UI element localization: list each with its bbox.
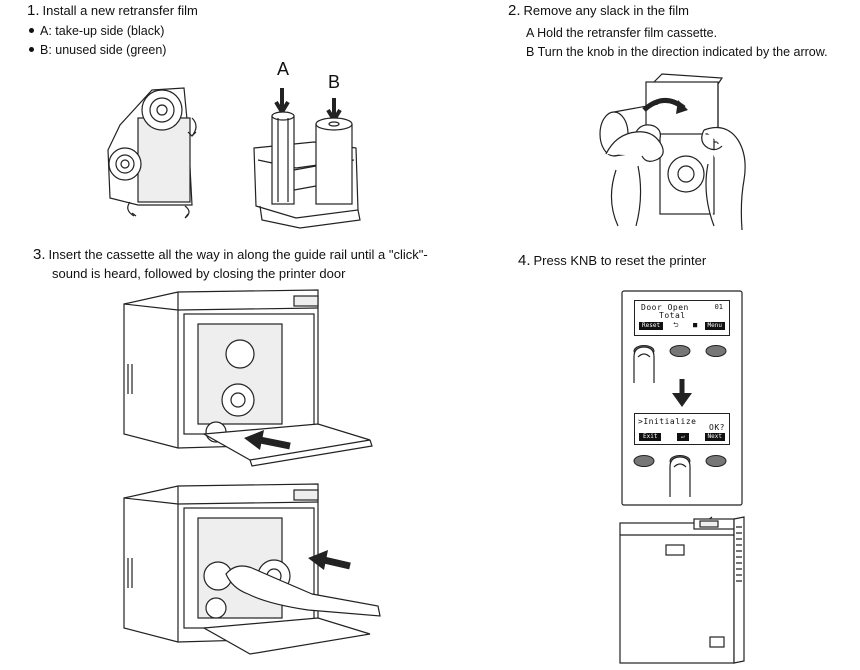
printer-front-illustration bbox=[619, 516, 745, 664]
lcd2-exit-button[interactable]: Exit bbox=[639, 433, 662, 441]
printer-push-cassette-illustration bbox=[123, 483, 381, 655]
step1-title: Install a new retransfer film bbox=[42, 3, 198, 18]
control-panel-illustration bbox=[621, 290, 743, 506]
label-b: B bbox=[328, 72, 341, 92]
step4-heading: 4.Press KNB to reset the printer bbox=[518, 252, 706, 270]
lcd1-code: 01 bbox=[714, 303, 723, 311]
enter-icon[interactable]: ↵ bbox=[677, 433, 689, 441]
step2-heading: 2.Remove any slack in the film bbox=[508, 2, 689, 20]
printer-insert-cassette-illustration bbox=[123, 289, 373, 467]
step2-line-b: B Turn the knob in the direction indicat… bbox=[526, 45, 828, 59]
lcd2-line1: >Initialize bbox=[638, 417, 697, 426]
bullet-a-text: A: take-up side (black) bbox=[40, 24, 165, 38]
step1-bullet-b: B: unused side (green) bbox=[27, 43, 166, 57]
bullet-dot bbox=[29, 47, 34, 53]
hands-turning-knob-illustration bbox=[599, 73, 746, 231]
label-a: A bbox=[277, 59, 290, 79]
step2-title: Remove any slack in the film bbox=[523, 3, 689, 18]
step3-line1: Insert the cassette all the way in along… bbox=[48, 247, 428, 262]
step1-heading: 1.Install a new retransfer film bbox=[27, 2, 198, 20]
usb-icon: ⮌ bbox=[673, 321, 679, 329]
lcd2-next-button[interactable]: Next bbox=[704, 433, 725, 441]
step2-line-a: A Hold the retransfer film cassette. bbox=[526, 26, 718, 40]
lcd2-line2: OK? bbox=[709, 423, 725, 432]
step4-title: Press KNB to reset the printer bbox=[533, 253, 707, 268]
step4-number: 4. bbox=[518, 252, 531, 269]
lcd1-line1: Door Open bbox=[641, 303, 689, 312]
bullet-dot bbox=[29, 28, 34, 34]
step3-number: 3. bbox=[33, 246, 46, 263]
lcd-screen-1: Door Open 01 Total Reset ⮌ ■ Menu bbox=[634, 300, 730, 336]
cassette-rolls-illustration bbox=[253, 88, 361, 229]
step1-number: 1. bbox=[27, 2, 40, 19]
step2-number: 2. bbox=[508, 2, 521, 19]
lcd-screen-2: >Initialize OK? Exit ↵ Next bbox=[634, 413, 730, 445]
step1-bullet-a: A: take-up side (black) bbox=[27, 24, 164, 38]
bullet-b-text: B: unused side (green) bbox=[40, 43, 167, 57]
lcd1-menu-button[interactable]: Menu bbox=[704, 322, 725, 330]
step3-line2: sound is heard, followed by closing the … bbox=[52, 266, 346, 281]
lock-icon: ■ bbox=[693, 321, 698, 329]
step3-heading: 3.Insert the cassette all the way in alo… bbox=[33, 246, 428, 264]
lcd1-reset-button[interactable]: Reset bbox=[639, 322, 664, 330]
cassette-side-illustration bbox=[107, 87, 197, 219]
lcd1-line2: Total bbox=[659, 311, 686, 320]
